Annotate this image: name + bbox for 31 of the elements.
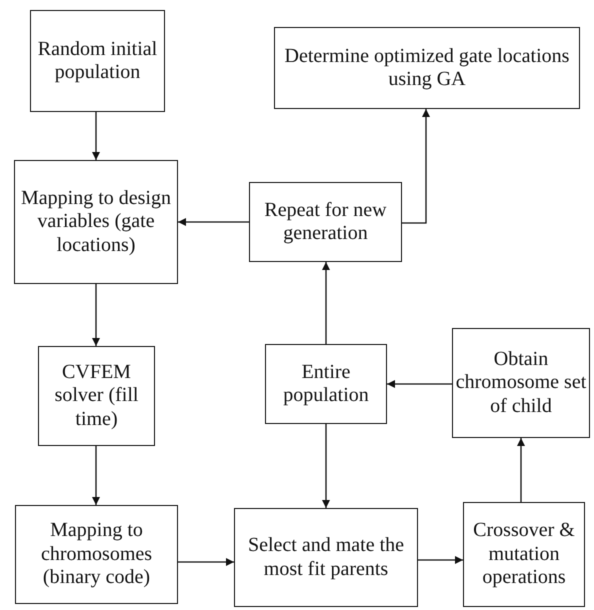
arrow bbox=[387, 380, 452, 388]
arrow bbox=[178, 218, 249, 226]
process-box bbox=[38, 346, 155, 446]
box-text: Determine optimized gate locations using GA bbox=[284, 44, 570, 92]
process-box bbox=[249, 182, 402, 262]
box-text: CVFEM solver (fill time) bbox=[54, 360, 140, 432]
box-text: Obtain chromosome set of child bbox=[455, 348, 587, 418]
process-box bbox=[452, 328, 590, 438]
process-box bbox=[234, 508, 418, 607]
process-box bbox=[15, 505, 178, 604]
arrow bbox=[178, 558, 234, 566]
arrow bbox=[322, 262, 330, 344]
arrow bbox=[92, 284, 100, 346]
box-text: Select and mate the most fit parents bbox=[246, 534, 406, 581]
box-text: Mapping to chromosomes (binary code) bbox=[40, 519, 154, 590]
process-box bbox=[463, 502, 585, 607]
box-text: Random initial population bbox=[36, 38, 158, 84]
arrow bbox=[402, 109, 430, 224]
box-text: Crossover & mutation operations bbox=[472, 519, 576, 590]
arrow bbox=[517, 438, 525, 502]
arrow bbox=[92, 112, 100, 160]
arrow bbox=[322, 424, 330, 508]
box-text: Entire population bbox=[282, 360, 370, 408]
box-text: Repeat for new generation bbox=[263, 198, 388, 246]
arrow bbox=[92, 446, 100, 505]
box-text: Mapping to design variables (gate locations) bbox=[20, 186, 172, 258]
process-box bbox=[14, 160, 178, 284]
process-box bbox=[30, 10, 165, 112]
process-box bbox=[265, 344, 387, 424]
process-box bbox=[274, 27, 580, 109]
arrow bbox=[418, 556, 463, 564]
